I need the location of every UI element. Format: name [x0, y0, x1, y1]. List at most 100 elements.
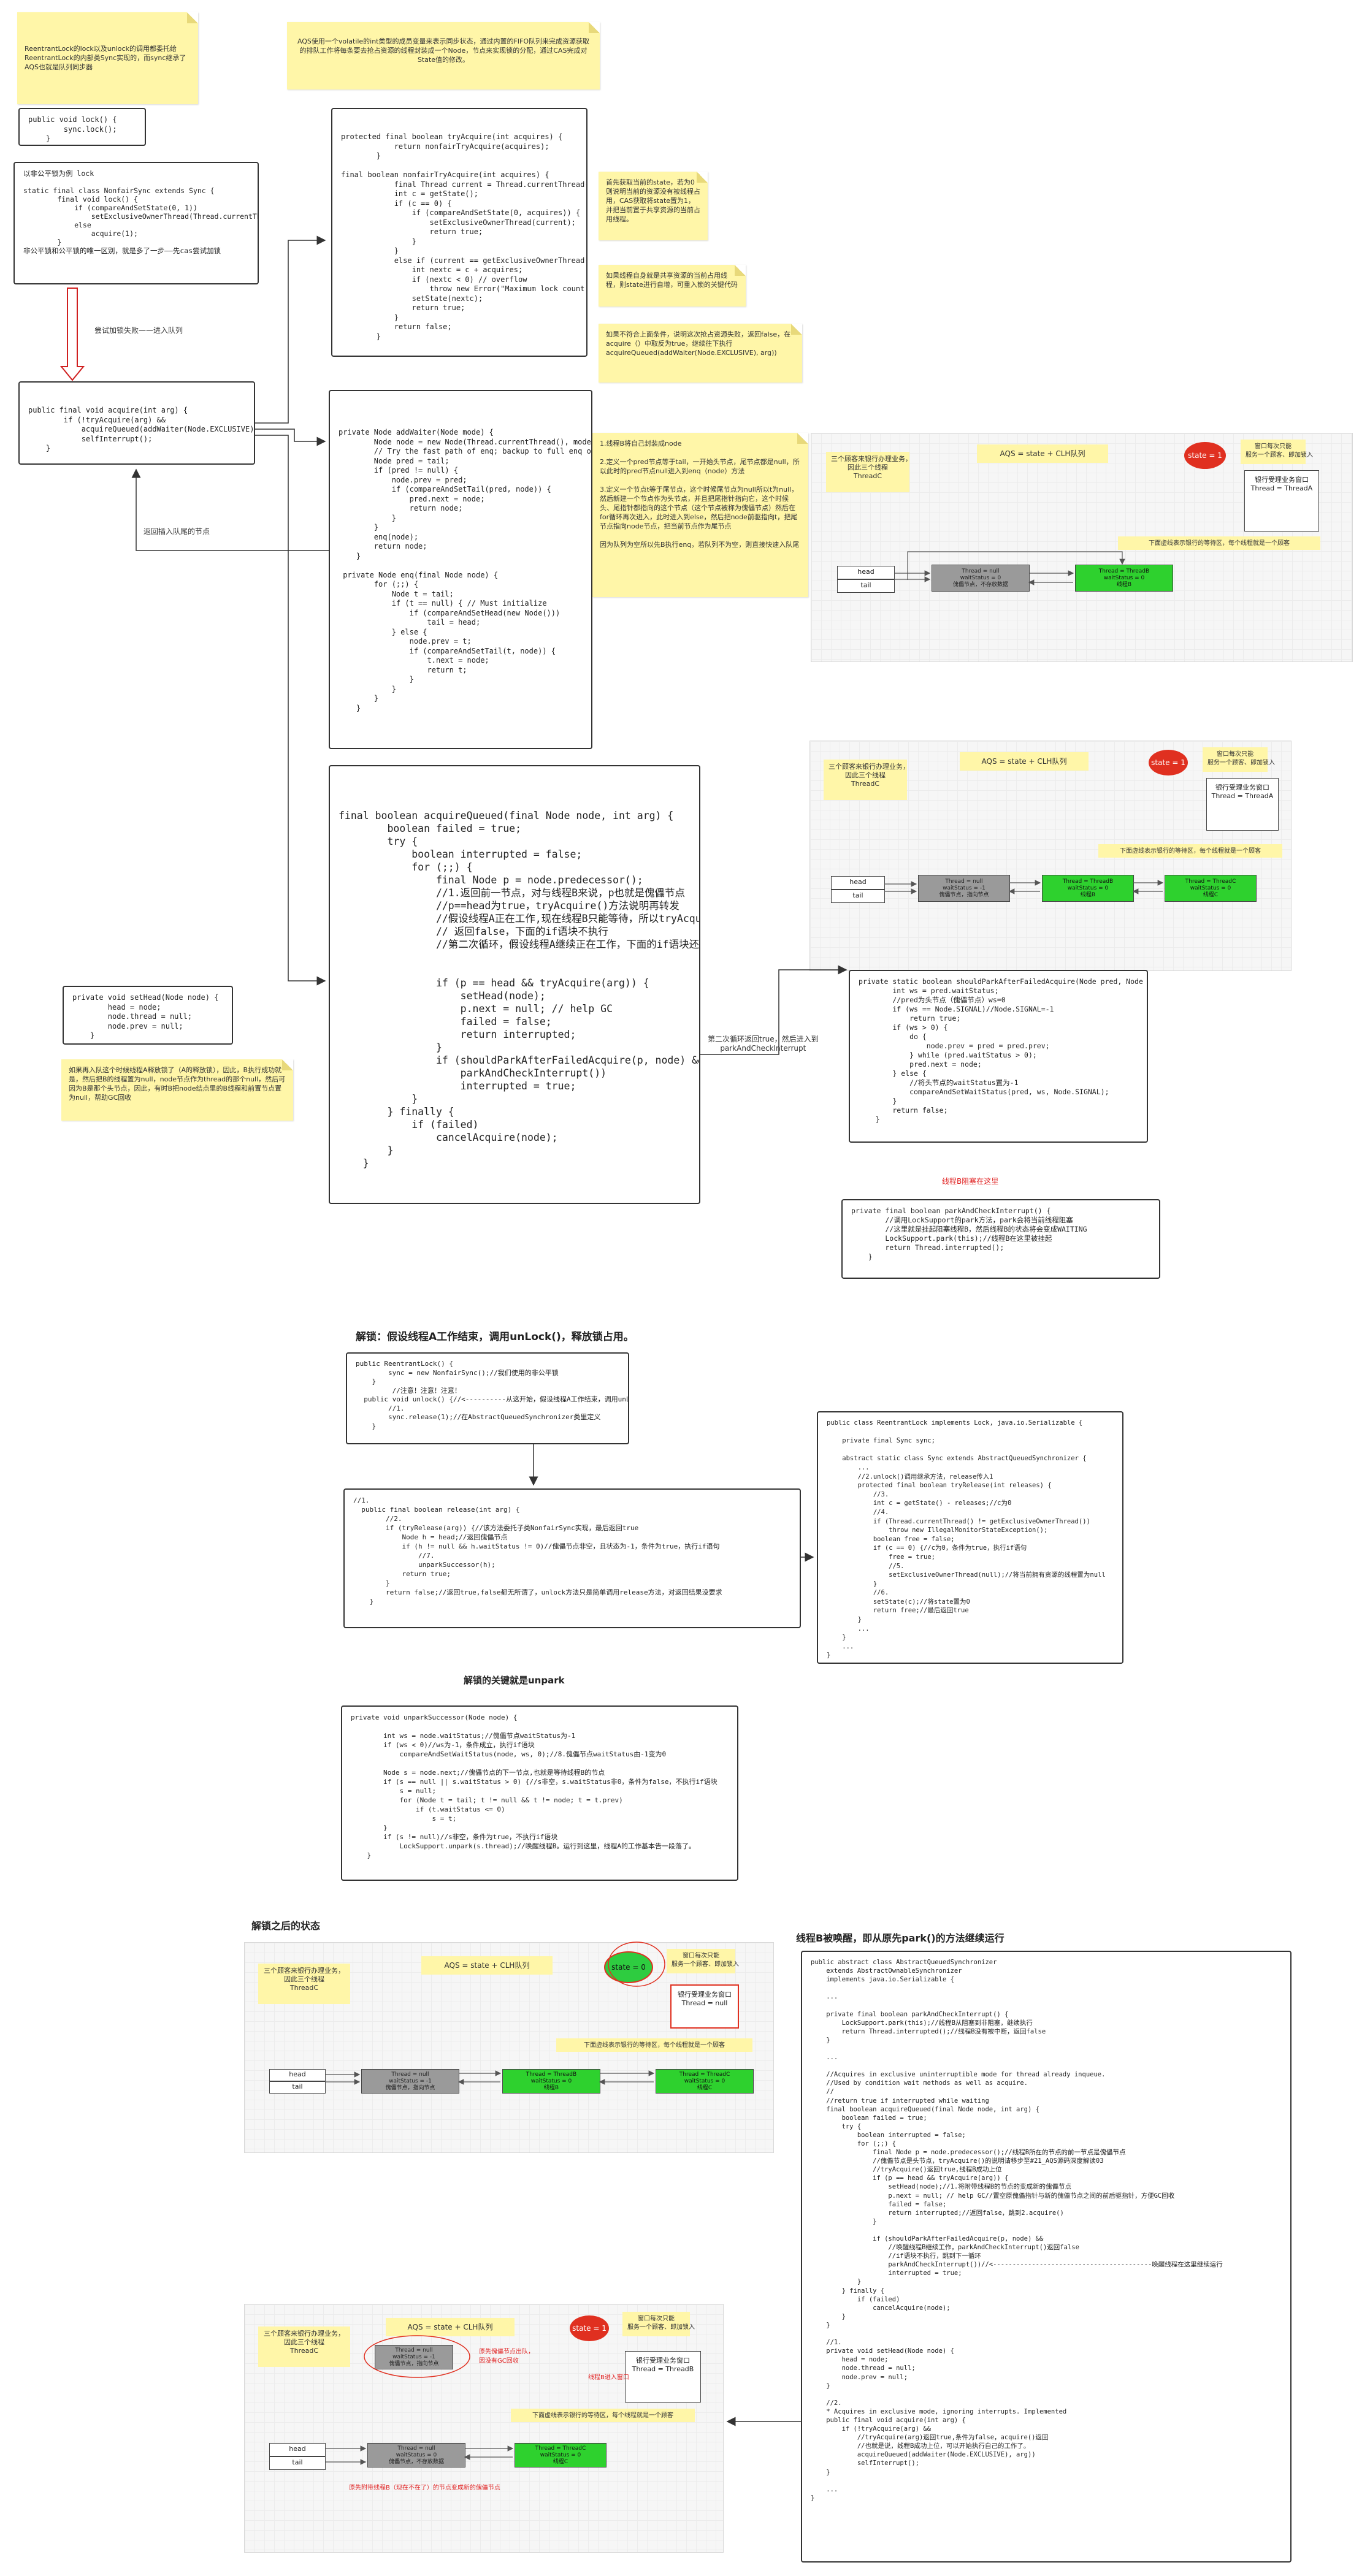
title-thread-b-wakes: 线程B被唤醒，即从原先park()的方法继续运行 — [796, 1932, 1005, 1944]
panel1-dummy-text: Thread = null waitStatus = 0 傀儡节点，不存放数据 — [952, 568, 1008, 588]
code-lock-text: public void lock() { sync.lock(); } — [28, 115, 117, 143]
panel4-waiting-text: 下面虚线表示银行的等待区，每个线程就是一个顾客 — [532, 2412, 673, 2419]
note-add-waiter: 1.线程B将自己封装成node 2.定义一个pred节点等于tail，一开始头节… — [592, 433, 808, 597]
panel1-head: head — [837, 566, 895, 579]
panel2-state-oval: state = 1 — [1149, 750, 1188, 775]
note-lock-intro: ReentrantLock的lock以及unlock的调用都委托给Reentra… — [17, 12, 198, 104]
label-blocked-here: 线程B阻塞在这里 — [942, 1177, 999, 1186]
panel1-window-text: 窗口每次只能 服务一个顾客、即加锁入 — [1246, 443, 1313, 459]
code-park-check-text: private final boolean parkAndCheckInterr… — [851, 1206, 1087, 1261]
note-set-head-text: 如果再入队这个时候线程A释放锁了（A的释放锁），因此，B执行成功就是，然后把B的… — [69, 1066, 286, 1102]
note-aqs-intro: AQS使用一个volatile的int类型的成员变量来表示同步状态，通过内置的F… — [287, 22, 600, 90]
title-after-unlock: 解锁之后的状态 — [251, 1920, 321, 1932]
panel3-teller: 银行受理业务窗口 Thread = null — [670, 1984, 739, 2029]
panel2-head: head — [831, 876, 885, 890]
note-try-acquire-2: 如果线程自身就是共享资源的当前占用线程，则state进行自增，可重入锁的关键代码 — [599, 265, 746, 307]
code-acquire-queued-text: final boolean acquireQueued(final Node n… — [339, 810, 700, 1169]
code-unpark-successor-text: private void unparkSuccessor(Node node) … — [351, 1713, 718, 1859]
note-try-acquire-1: 首先获取当前的state，若为0则说明当前的资源没有被线程占用，CAS获取将st… — [599, 172, 708, 240]
panel3-node-b: Thread = ThreadB waitStatus = 0 线程B — [502, 2069, 600, 2094]
panel4-window-text: 窗口每次只能 服务一个顾客、即加锁入 — [627, 2315, 695, 2331]
panel3-dummy-node: Thread = null waitStatus = -1 傀儡节点，指向节点 — [361, 2069, 459, 2094]
aqs-panel-4: 三个顾客来银行办理业务， 因此三个线程 ThreadC AQS = state … — [244, 2304, 724, 2553]
panel3-window: 窗口每次只能 服务一个顾客、即加锁入 — [667, 1949, 739, 1973]
panel4-node-c: Thread = ThreadC waitStatus = 0 线程C — [515, 2443, 607, 2467]
panel2-node-c: Thread = ThreadC waitStatus = 0 线程C — [1165, 875, 1257, 902]
code-acquire-queued: final boolean acquireQueued(final Node n… — [329, 765, 700, 1204]
panel3-aqs-text: AQS = state + CLH队列 — [444, 1961, 530, 1970]
aqs-panel-3: 三个顾客来银行办理业务， 因此三个线程 ThreadC AQS = state … — [244, 1942, 774, 2153]
note-try-acquire-1-text: 首先获取当前的state，若为0则说明当前的资源没有被线程占用，CAS获取将st… — [606, 178, 700, 223]
code-try-release: public class ReentrantLock implements Lo… — [817, 1411, 1123, 1664]
panel1-dummy-node: Thread = null waitStatus = 0 傀儡节点，不存放数据 — [932, 565, 1030, 592]
code-set-head: private void setHead(Node node) { head =… — [63, 986, 233, 1045]
title-unlock: 解锁：假设线程A工作结束，调用unLock()，释放锁占用。 — [356, 1331, 634, 1343]
code-park-check: private final boolean parkAndCheckInterr… — [841, 1199, 1160, 1279]
panel3-tail: tail — [269, 2081, 326, 2094]
panel3-customers-text: 三个顾客来银行办理业务， 因此三个线程 ThreadC — [264, 1967, 345, 1992]
code-acquire-text: public final void acquire(int arg) { if … — [28, 406, 255, 452]
panel2-node-b: Thread = ThreadB waitStatus = 0 线程B — [1042, 875, 1134, 902]
panel3-dummy-text: Thread = null waitStatus = -1 傀儡节点，指向节点 — [385, 2071, 435, 2091]
code-unlock-text: public ReentrantLock() { sync = new Nonf… — [356, 1360, 628, 1430]
panel2-teller: 银行受理业务窗口 Thread = ThreadA — [1206, 778, 1279, 831]
panel4-new-dummy: Thread = null waitStatus = 0 傀儡节点，不存放数据 — [367, 2443, 465, 2467]
panel1-teller-text: 银行受理业务窗口 Thread = ThreadA — [1250, 476, 1313, 492]
panel4-new-dummy-text: Thread = null waitStatus = 0 傀儡节点，不存放数据 — [388, 2445, 444, 2465]
panel4-old-dummy: Thread = null waitStatus = -1 傀儡节点，指向节点 — [375, 2345, 453, 2369]
panel3-aqs-title: AQS = state + CLH队列 — [421, 1956, 553, 1975]
panel2-node-c-text: Thread = ThreadC waitStatus = 0 线程C — [1185, 878, 1236, 898]
panel2-teller-text: 银行受理业务窗口 Thread = ThreadA — [1211, 783, 1274, 800]
panel2-state-text: state = 1 — [1151, 758, 1185, 767]
panel4-window: 窗口每次只能 服务一个顾客、即加锁入 — [622, 2312, 695, 2336]
panel2-waiting: 下面虚线表示银行的等待区，每个线程就是一个顾客 — [1098, 844, 1282, 858]
panel2-head-text: head — [849, 878, 867, 886]
panel4-customers-text: 三个顾客来银行办理业务， 因此三个线程 ThreadC — [264, 2330, 345, 2355]
code-wake-b-text: public abstract class AbstractQueuedSync… — [811, 1959, 1223, 2502]
panel4-aqs-title: AQS = state + CLH队列 — [386, 2318, 515, 2336]
note-try-acquire-2-text: 如果线程自身就是共享资源的当前占用线程，则state进行自增，可重入锁的关键代码 — [606, 272, 738, 289]
panel1-window: 窗口每次只能 服务一个顾客、即加锁入 — [1241, 440, 1313, 464]
panel3-node-c: Thread = ThreadC waitStatus = 0 线程C — [656, 2069, 754, 2094]
aqs-panel-2: 三个顾客来银行办理业务， 因此三个线程 ThreadC AQS = state … — [809, 741, 1292, 971]
panel2-customers-text: 三个顾客来银行办理业务， 因此三个线程 ThreadC — [829, 763, 909, 788]
note-set-head: 如果再入队这个时候线程A释放锁了（A的释放锁），因此，B执行成功就是，然后把B的… — [61, 1059, 293, 1121]
panel1-aqs-text: AQS = state + CLH队列 — [1000, 449, 1085, 458]
panel4-tail-text: tail — [292, 2458, 303, 2466]
panel3-node-c-text: Thread = ThreadC waitStatus = 0 线程C — [679, 2071, 730, 2091]
panel2-window-text: 窗口每次只能 服务一个顾客、即加锁入 — [1207, 751, 1275, 766]
panel1-customers-text: 三个顾客来银行办理业务， 因此三个线程 ThreadC — [831, 455, 912, 480]
panel1-aqs-title: AQS = state + CLH队列 — [977, 444, 1108, 463]
panel3-node-b-text: Thread = ThreadB waitStatus = 0 线程B — [526, 2071, 577, 2091]
aqs-panel-1: 三个顾客来银行办理业务， 因此三个线程 ThreadC AQS = state … — [811, 433, 1353, 662]
panel4-tail: tail — [269, 2456, 326, 2470]
label-back-to-tail: 返回插入队尾的节点 — [144, 527, 210, 536]
panel4-state-text: state = 1 — [572, 2324, 607, 2333]
panel1-customers: 三个顾客来银行办理业务， 因此三个线程 ThreadC — [826, 452, 912, 492]
panel1-node-b-text: Thread = ThreadB waitStatus = 0 线程B — [1098, 568, 1150, 588]
note-aqs-intro-text: AQS使用一个volatile的int类型的成员变量来表示同步状态，通过内置的F… — [297, 37, 590, 64]
code-add-waiter-text: private Node addWaiter(Node mode) { Node… — [339, 428, 591, 712]
panel4-aqs-text: AQS = state + CLH队列 — [407, 2323, 493, 2331]
code-try-release-text: public class ReentrantLock implements Lo… — [827, 1419, 1106, 1660]
panel1-teller: 银行受理业务窗口 Thread = ThreadA — [1244, 470, 1319, 532]
panel3-window-text: 窗口每次只能 服务一个顾客、即加锁入 — [672, 1953, 739, 1968]
panel2-dummy-node: Thread = null waitStatus = -1 傀儡节点，指向节点 — [918, 875, 1010, 902]
panel4-new-head-note: 原先附带线程B（现在不在了）的节点变成新的傀儡节点 — [349, 2485, 500, 2491]
code-release: //1. public final boolean release(int ar… — [343, 1488, 801, 1628]
panel4-head-text: head — [289, 2445, 306, 2453]
panel4-waiting: 下面虚线表示银行的等待区，每个线程就是一个顾客 — [511, 2409, 695, 2422]
code-lock: public void lock() { sync.lock(); } — [18, 108, 146, 146]
panel1-tail: tail — [837, 579, 895, 593]
label-second-loop: 第二次循环返回true，然后进入到 parkAndCheckInterrupt — [708, 1035, 819, 1053]
panel2-waiting-text: 下面虚线表示银行的等待区，每个线程就是一个顾客 — [1120, 848, 1261, 855]
panel1-tail-text: tail — [860, 581, 871, 589]
panel2-aqs-title: AQS = state + CLH队列 — [960, 752, 1089, 771]
panel4-teller: 银行受理业务窗口 Thread = ThreadB — [625, 2351, 701, 2403]
panel2-customers: 三个顾客来银行办理业务， 因此三个线程 ThreadC — [824, 760, 909, 800]
panel2-node-b-text: Thread = ThreadB waitStatus = 0 线程B — [1062, 878, 1114, 898]
panel3-tail-text: tail — [292, 2083, 303, 2090]
panel4-node-c-text: Thread = ThreadC waitStatus = 0 线程C — [535, 2445, 586, 2465]
code-should-park-text: private static boolean shouldParkAfterFa… — [859, 977, 1143, 1124]
